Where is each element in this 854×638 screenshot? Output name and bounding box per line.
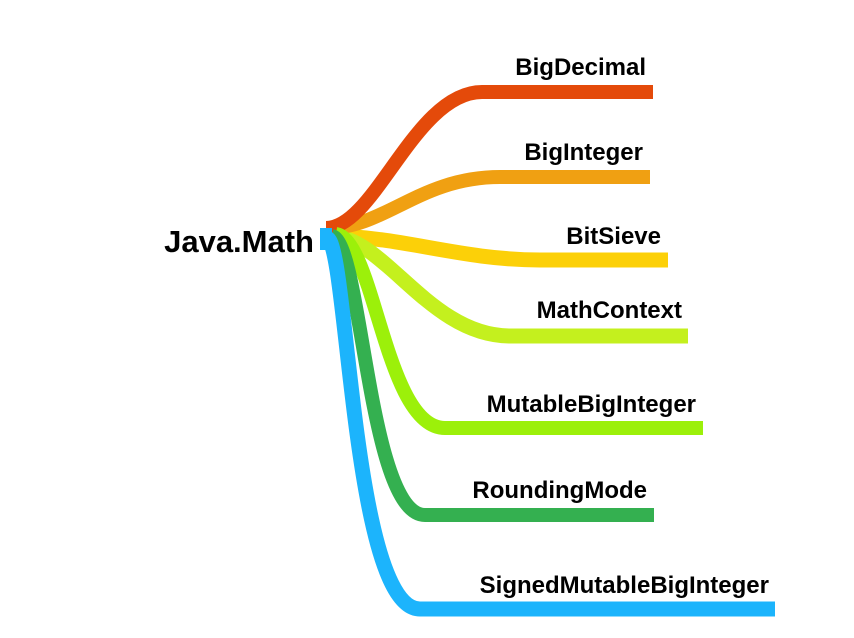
branches: [321, 85, 775, 617]
branch-line-roundingmode: [328, 229, 654, 522]
branch-line-signedmutablebiginteger: [321, 230, 775, 617]
branch-label-signedmutablebiginteger[interactable]: SignedMutableBigInteger: [480, 572, 769, 599]
root-label[interactable]: Java.Math: [164, 224, 314, 259]
branch-label-mutablebiginteger[interactable]: MutableBigInteger: [487, 391, 696, 418]
branch-label-roundingmode[interactable]: RoundingMode: [472, 477, 647, 504]
branch-label-bitsieve[interactable]: BitSieve: [566, 223, 661, 250]
branch-label-bigdecimal[interactable]: BigDecimal: [515, 54, 646, 81]
branch-label-biginteger[interactable]: BigInteger: [524, 139, 643, 166]
branch-labels: BigDecimal BigInteger BitSieve MathConte…: [472, 54, 769, 599]
branch-label-mathcontext[interactable]: MathContext: [537, 297, 682, 324]
branch-line-mutablebiginteger: [333, 227, 703, 435]
root-node-connector: [320, 228, 332, 250]
branch-line-bigdecimal: [325, 85, 653, 235]
